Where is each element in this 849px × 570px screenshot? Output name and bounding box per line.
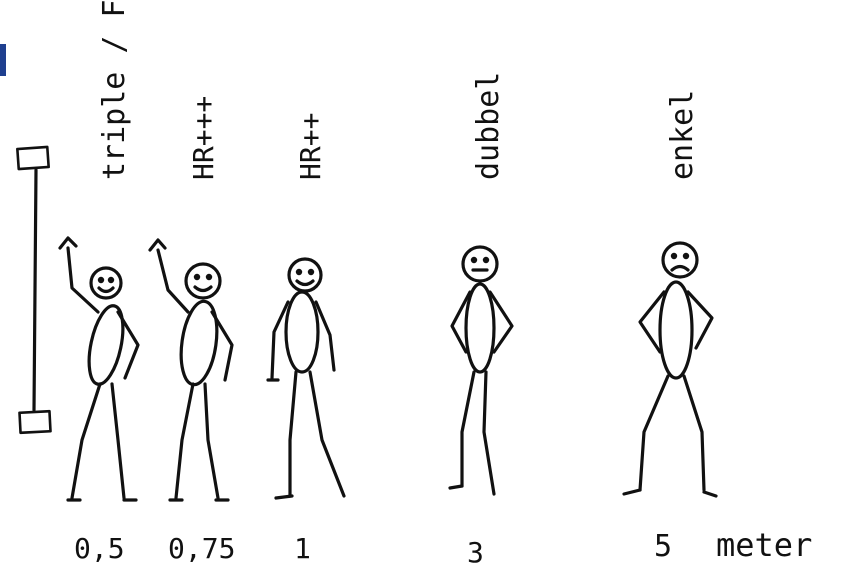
distance-hr-plus3: 0,75 — [168, 532, 235, 565]
scale-bar-icon — [17, 147, 50, 433]
label-triple: triple / F — [97, 0, 132, 180]
stick-figure-dubbel — [450, 247, 512, 494]
label-dubbel: dubbel — [471, 72, 506, 180]
stick-figure-hr-plus3 — [150, 240, 232, 500]
unit-label: meter — [716, 526, 812, 564]
distance-enkel: 5 — [654, 529, 672, 564]
label-hr-plus2: HR++ — [294, 113, 327, 180]
label-enkel: enkel — [665, 90, 700, 180]
stick-figure-enkel — [624, 243, 716, 496]
edge-mark-icon — [0, 44, 6, 76]
distance-dubbel: 3 — [467, 536, 484, 569]
label-hr-plus3: HR+++ — [187, 96, 220, 180]
stick-figure-hr-plus2 — [268, 259, 344, 498]
distance-hr-plus2: 1 — [294, 532, 311, 565]
distance-triple: 0,5 — [74, 532, 125, 565]
stick-figure-triple — [60, 238, 138, 500]
